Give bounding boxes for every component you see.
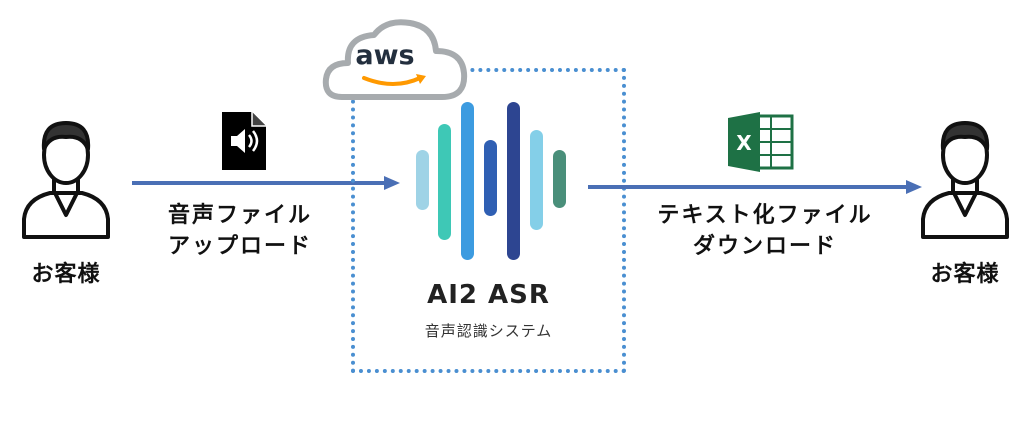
excel-file-icon: X xyxy=(728,112,794,172)
sound-wave-bar-3 xyxy=(461,102,474,260)
download-label-line2: ダウンロード xyxy=(692,234,837,259)
sound-wave-bar-1 xyxy=(416,150,429,210)
customer-right-icon xyxy=(921,121,1009,239)
download-arrow xyxy=(588,180,922,194)
sound-wave-bar-7 xyxy=(553,150,566,208)
upload-label-line1: 音声ファイル xyxy=(167,203,312,228)
upload-label-line2: アップロード xyxy=(167,234,312,259)
system-title: AI2 ASR xyxy=(427,280,550,310)
sound-wave-bar-6 xyxy=(530,130,543,230)
aws-cloud-icon xyxy=(322,19,468,100)
download-label: テキスト化ファイル ダウンロード xyxy=(640,200,890,262)
customer-right-label: お客様 xyxy=(930,262,1000,287)
sound-wave-bar-2 xyxy=(438,124,451,240)
system-boundary xyxy=(351,68,626,373)
upload-arrow xyxy=(132,176,400,190)
customer-left-label: お客様 xyxy=(31,262,101,287)
aws-smile-icon xyxy=(362,74,426,86)
upload-label: 音声ファイル アップロード xyxy=(150,200,330,262)
sound-wave-bar-5 xyxy=(507,102,520,260)
excel-icon-letter: X xyxy=(736,131,752,155)
audio-file-icon xyxy=(222,112,266,170)
aws-logo-text: aws xyxy=(355,40,415,71)
sound-wave-bar-4 xyxy=(484,140,497,216)
download-label-line1: テキスト化ファイル xyxy=(657,203,873,228)
system-subtitle: 音声認識システム xyxy=(424,322,553,340)
customer-left-icon xyxy=(22,121,110,239)
